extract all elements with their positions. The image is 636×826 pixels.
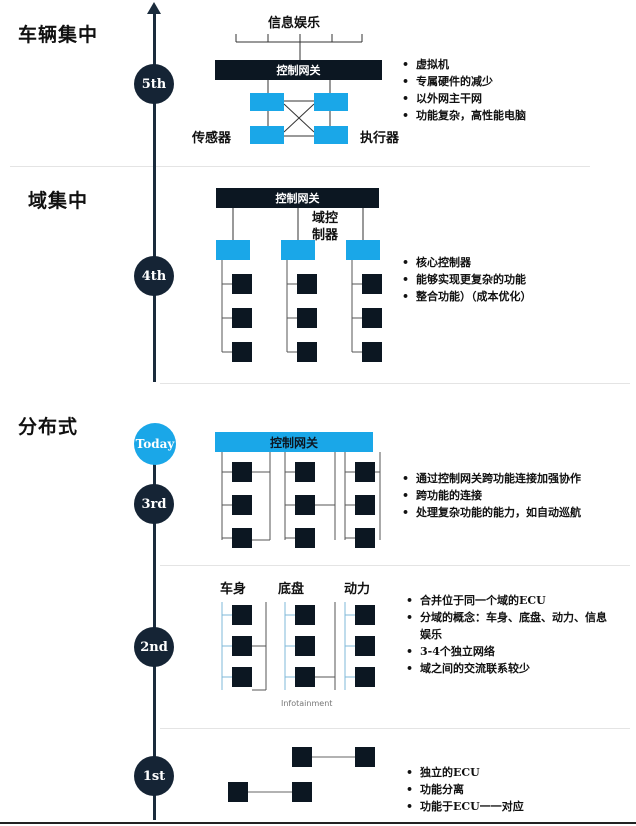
gen2-ecu: [295, 605, 315, 625]
gen3-ecu: [355, 528, 375, 548]
gen3-ecu: [295, 528, 315, 548]
gen4-ecu: [297, 274, 317, 294]
gen-1st-marker: 1st: [134, 756, 174, 796]
gen4-domain-controller: [216, 240, 250, 260]
list-item: 通过控制网关跨功能连接加强协作: [400, 470, 634, 487]
gen5-infotainment-label: 信息娱乐: [268, 16, 321, 31]
timeline-arrow-icon: [147, 2, 161, 14]
timeline-axis: [153, 12, 156, 382]
list-item: 域之间的交流联系较少: [404, 660, 614, 677]
gen5-bullet-list: 虚拟机 专属硬件的减少 以外网主干网 功能复杂，高性能电脑: [400, 56, 526, 124]
gen5-actuator-ecu: [314, 93, 348, 111]
list-item: 功能分离: [404, 781, 524, 798]
section-title-vehicle-central: 车辆集中: [18, 24, 99, 46]
list-item: 分域的概念：车身、底盘、动力、信息娱乐: [404, 609, 614, 643]
gen1-ecu: [292, 747, 312, 767]
section-title-domain-central: 域集中: [28, 190, 89, 212]
gen2-ecu: [232, 605, 252, 625]
bottom-border: [0, 822, 636, 824]
gen5-actuators-label: 执行器: [360, 131, 400, 146]
gen1-ecu: [355, 747, 375, 767]
list-item: 功能于ECU一一对应: [404, 798, 524, 815]
gen4-ecu: [232, 342, 252, 362]
list-item: 处理复杂功能的能力，如自动巡航: [400, 504, 634, 521]
list-item: 跨功能的连接: [400, 487, 634, 504]
gen4-ecu: [232, 274, 252, 294]
gen-4th-marker: 4th: [134, 256, 174, 296]
gen5-sensor-ecu: [250, 93, 284, 111]
gen2-body-label: 车身: [220, 582, 247, 597]
gen5-sensors-label: 传感器: [192, 131, 232, 146]
gen5-actuator-ecu: [314, 126, 348, 144]
gen3-ecu: [232, 495, 252, 515]
gen4-bullet-list: 核心控制器 能够实现更复杂的功能 整合功能）（成本优化）: [400, 254, 532, 305]
list-item: 独立的ECU: [404, 764, 524, 781]
gen2-ecu: [295, 667, 315, 687]
separator: [160, 383, 630, 384]
list-item: 3-4个独立网络: [404, 643, 614, 660]
gen-today-marker: Today: [134, 423, 176, 465]
gen2-ecu: [355, 667, 375, 687]
gen4-domain-controller: [281, 240, 315, 260]
gen1-ecu: [228, 782, 248, 802]
gen3-ecu: [295, 495, 315, 515]
list-item: 合并位于同一个域的ECU: [404, 592, 614, 609]
gen2-power-label: 动力: [344, 582, 371, 597]
gen4-gateway-bar: 控制网关: [216, 188, 379, 208]
list-item: 专属硬件的减少: [400, 73, 526, 90]
gen4-ecu: [362, 342, 382, 362]
list-item: 虚拟机: [400, 56, 526, 73]
list-item: 功能复杂，高性能电脑: [400, 107, 526, 124]
list-item: 核心控制器: [400, 254, 532, 271]
gen1-ecu: [292, 782, 312, 802]
gen2-chassis-label: 底盘: [278, 582, 305, 597]
gen5-gateway-bar: 控制网关: [215, 60, 382, 80]
gen4-domain-controller-label: 域控 制器: [312, 211, 339, 243]
separator: [10, 166, 590, 167]
list-item: 能够实现更复杂的功能: [400, 271, 532, 288]
gen4-ecu: [362, 274, 382, 294]
gen3-ecu: [232, 528, 252, 548]
gen4-domain-controller: [346, 240, 380, 260]
gen2-ecu: [232, 667, 252, 687]
gen3-bullet-list: 通过控制网关跨功能连接加强协作 跨功能的连接 处理复杂功能的能力，如自动巡航: [400, 470, 634, 521]
gen4-ecu: [232, 308, 252, 328]
gen-2nd-marker: 2nd: [134, 627, 174, 667]
list-item: 以外网主干网: [400, 90, 526, 107]
gen4-ecu: [362, 308, 382, 328]
gen-5th-marker: 5th: [134, 64, 174, 104]
gen2-ecu: [355, 605, 375, 625]
gen4-ecu: [297, 342, 317, 362]
gen4-ecu: [297, 308, 317, 328]
gen1-bullet-list: 独立的ECU 功能分离 功能于ECU一一对应: [404, 764, 524, 815]
gen2-ecu: [295, 636, 315, 656]
gen3-ecu: [355, 462, 375, 482]
gen3-ecu: [232, 462, 252, 482]
gen2-ecu: [232, 636, 252, 656]
gen2-ecu: [355, 636, 375, 656]
gen3-gateway-bar: 控制网关: [215, 432, 373, 452]
section-title-distributed: 分布式: [18, 416, 79, 438]
gen3-ecu: [355, 495, 375, 515]
separator: [160, 565, 630, 566]
separator: [160, 728, 630, 729]
gen2-infotainment-label: Infotainment: [281, 699, 333, 708]
gen3-ecu: [295, 462, 315, 482]
gen5-sensor-ecu: [250, 126, 284, 144]
gen-3rd-marker: 3rd: [134, 484, 174, 524]
gen2-bullet-list: 合并位于同一个域的ECU 分域的概念：车身、底盘、动力、信息娱乐 3-4个独立网…: [404, 592, 614, 677]
list-item: 整合功能）（成本优化）: [400, 288, 532, 305]
